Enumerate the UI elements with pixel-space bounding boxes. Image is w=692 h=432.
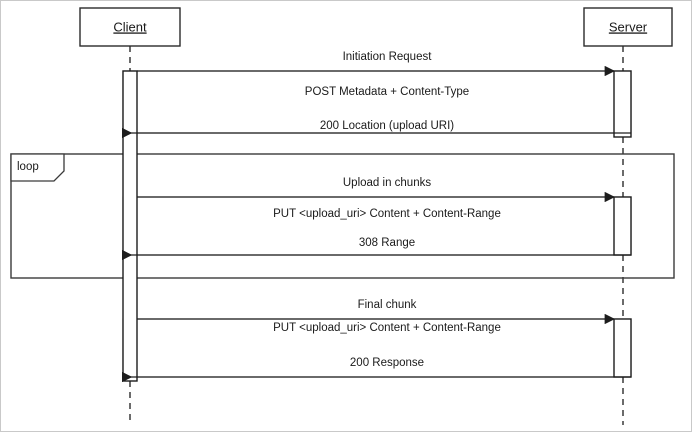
- participant-box-client[interactable]: [79, 7, 181, 47]
- participants: Client Server: [79, 7, 673, 47]
- participant-box-server[interactable]: [583, 7, 673, 47]
- lifelines: [129, 46, 624, 425]
- final-chunk-group-label: Final chunk: [358, 299, 417, 311]
- messages: POST Metadata + Content-Type 200 Location…: [121, 65, 631, 383]
- loop-fragment-border: [10, 153, 675, 279]
- client-activation: [122, 70, 138, 382]
- participant-label-server: Server: [609, 19, 648, 34]
- msg-200-location-label: 200 Location (upload URI): [320, 120, 454, 132]
- participant-label-client: Client: [113, 19, 147, 34]
- msg-post-metadata-label: POST Metadata + Content-Type: [305, 86, 469, 98]
- loop-fragment: loop: [10, 153, 675, 279]
- msg-put-final-chunk-label: PUT <upload_uri> Content + Content-Range: [273, 322, 501, 334]
- loop-fragment-label: loop: [17, 161, 39, 173]
- initiation-group-label: Initiation Request: [343, 51, 433, 63]
- activation-bars: [122, 70, 632, 382]
- msg-308-range-label: 308 Range: [359, 237, 415, 249]
- loop-fragment-tag: [10, 153, 65, 182]
- upload-chunks-group-label: Upload in chunks: [343, 177, 431, 189]
- server-activation-1: [613, 70, 632, 138]
- server-activation-2: [613, 196, 632, 256]
- server-activation-3: [613, 318, 632, 378]
- msg-200-response-label: 200 Response: [350, 357, 424, 369]
- msg-put-chunk-label: PUT <upload_uri> Content + Content-Range: [273, 208, 501, 220]
